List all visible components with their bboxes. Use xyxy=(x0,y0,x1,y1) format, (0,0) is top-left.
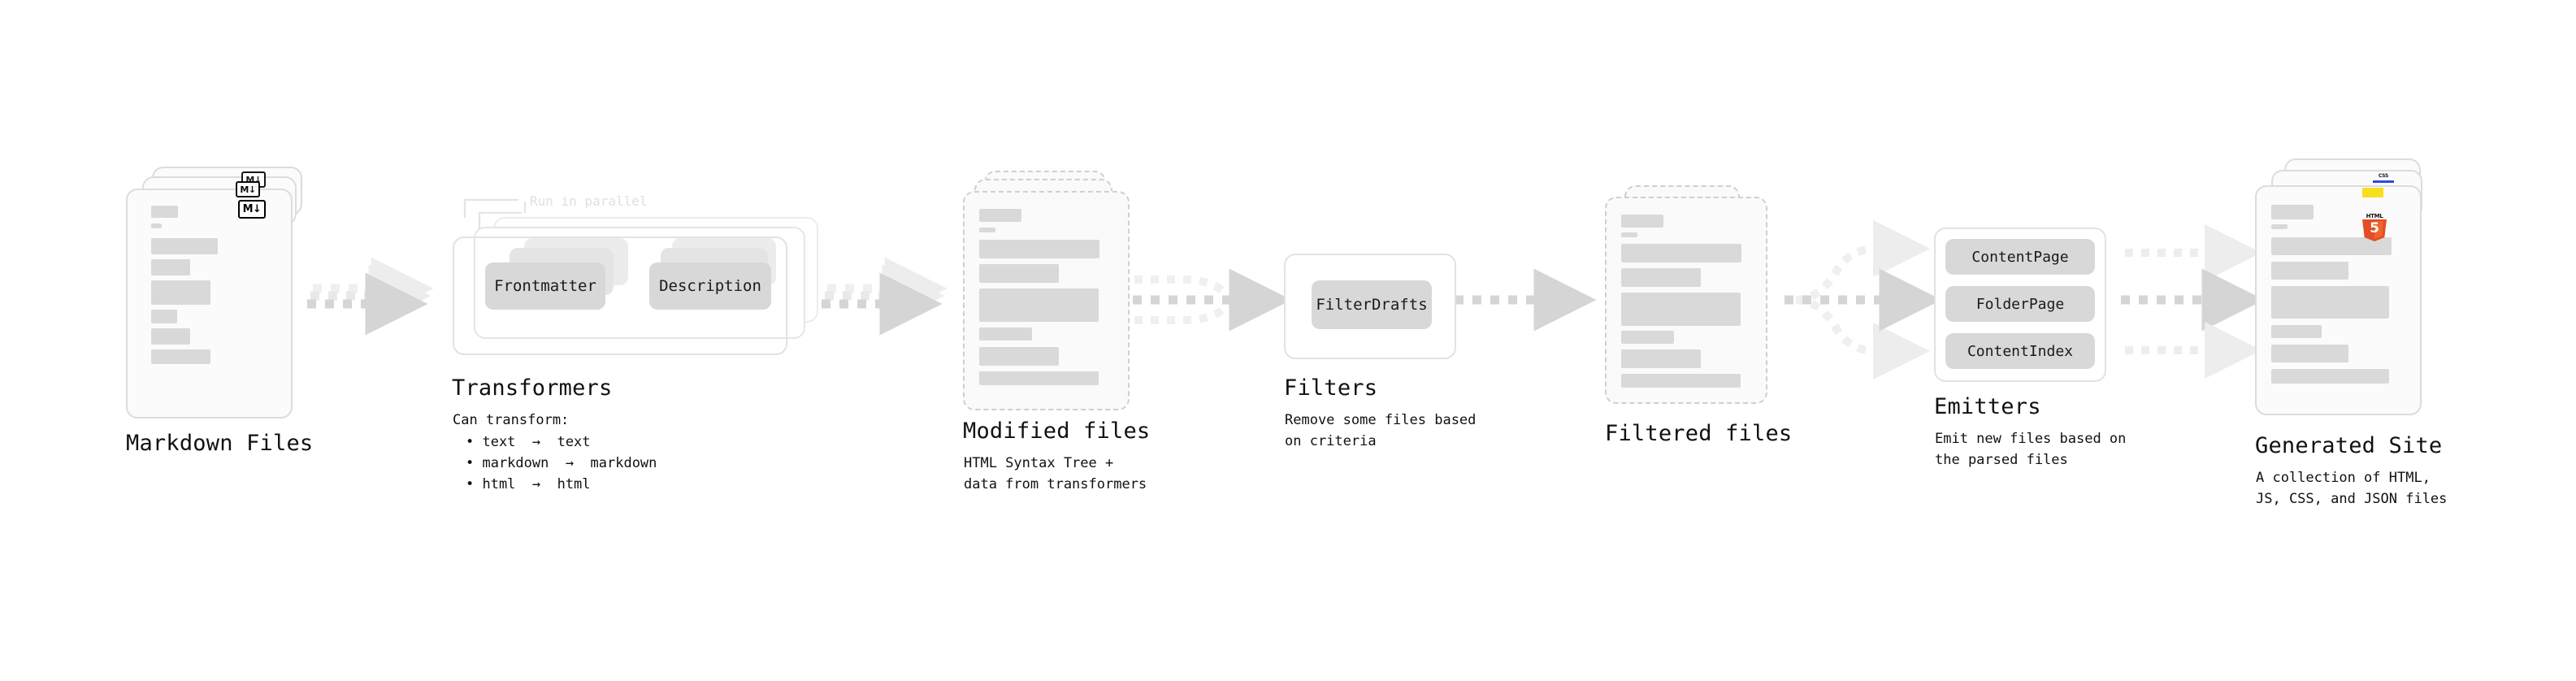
arrow-filtered-to-emitters xyxy=(1785,220,1942,380)
stage-caption-transformers: Can transform: xyxy=(453,412,570,428)
markdown-icon-label-3: M↓ xyxy=(245,174,262,185)
transformer-pill-description-label: Description xyxy=(659,277,761,295)
html5-icon-digit: 5 xyxy=(2370,220,2379,236)
transformer-pill-frontmatter-label: Frontmatter xyxy=(494,277,596,295)
emitter-pill-contentpage-label: ContentPage xyxy=(1971,248,2069,266)
markdown-icon: M↓ xyxy=(238,200,266,219)
stage-modified-files xyxy=(963,171,1150,423)
arrow-transformers-to-modified xyxy=(822,257,948,336)
emitter-pill-folderpage-label: FolderPage xyxy=(1975,295,2065,313)
emitter-pill-contentpage[interactable]: ContentPage xyxy=(1945,239,2095,275)
filter-pill-filterdrafts[interactable]: FilterDrafts xyxy=(1312,280,1432,329)
filter-pill-filterdrafts-label: FilterDrafts xyxy=(1316,296,1428,314)
transformer-pill-frontmatter[interactable]: Frontmatter xyxy=(485,262,605,310)
markdown-card-front xyxy=(126,189,293,419)
transformer-group-front xyxy=(453,236,787,355)
js-icon xyxy=(2362,188,2383,197)
transformers-bullet-2: • html → html xyxy=(466,476,591,492)
emitter-pill-contentindex-label: ContentIndex xyxy=(1967,342,2074,360)
stage-title-filters: Filters xyxy=(1284,375,1378,401)
html5-icon: HTML 5 xyxy=(2362,213,2387,241)
site-card-front xyxy=(2255,185,2422,415)
stage-title-transformers: Transformers xyxy=(452,375,613,401)
css-icon-label: CSS xyxy=(2378,173,2389,179)
stage-caption-modified-files: HTML Syntax Tree + data from transformer… xyxy=(964,455,1147,492)
stage-generated-site: CSS HTML 5 xyxy=(2255,158,2450,419)
arrow-emitters-to-site xyxy=(2121,224,2265,379)
css-icon: CSS xyxy=(2373,173,2394,183)
transformers-bullet-0: • text → text xyxy=(466,434,591,450)
markdown-icon-back-1: M↓ xyxy=(236,181,260,197)
stage-caption-filters: Remove some files based on criteria xyxy=(1285,412,1477,449)
stage-title-emitters: Emitters xyxy=(1934,394,2041,419)
stage-caption-generated-site: A collection of HTML, JS, CSS, and JSON … xyxy=(2256,470,2448,507)
transformer-pill-description[interactable]: Description xyxy=(649,262,771,310)
arrow-markdown-to-transformers xyxy=(307,257,434,336)
stage-caption-emitters: Emit new files based on the parsed files xyxy=(1935,431,2127,468)
stage-markdown-files: M↓ M↓ M↓ xyxy=(126,167,313,419)
filtered-card-front xyxy=(1605,197,1767,404)
stage-filtered-files xyxy=(1605,185,1792,429)
markdown-icon-label: M↓ xyxy=(242,203,262,215)
stage-title-modified-files: Modified files xyxy=(963,419,1151,444)
emitter-pill-folderpage[interactable]: FolderPage xyxy=(1945,286,2095,322)
html5-icon-shield-inner xyxy=(2374,221,2383,239)
css-icon-underline xyxy=(2373,180,2394,183)
stage-title-generated-site: Generated Site xyxy=(2255,433,2443,458)
stage-title-markdown-files: Markdown Files xyxy=(126,431,314,456)
modified-card-front xyxy=(963,191,1130,410)
html5-icon-wordmark: HTML xyxy=(2366,213,2383,219)
run-in-parallel-label: Run in parallel xyxy=(530,193,648,209)
transformers-bullet-1: • markdown → markdown xyxy=(466,455,657,471)
emitter-pill-contentindex[interactable]: ContentIndex xyxy=(1945,333,2095,369)
stage-title-filtered-files: Filtered files xyxy=(1605,421,1793,446)
markdown-icon-label-2: M↓ xyxy=(240,184,256,195)
